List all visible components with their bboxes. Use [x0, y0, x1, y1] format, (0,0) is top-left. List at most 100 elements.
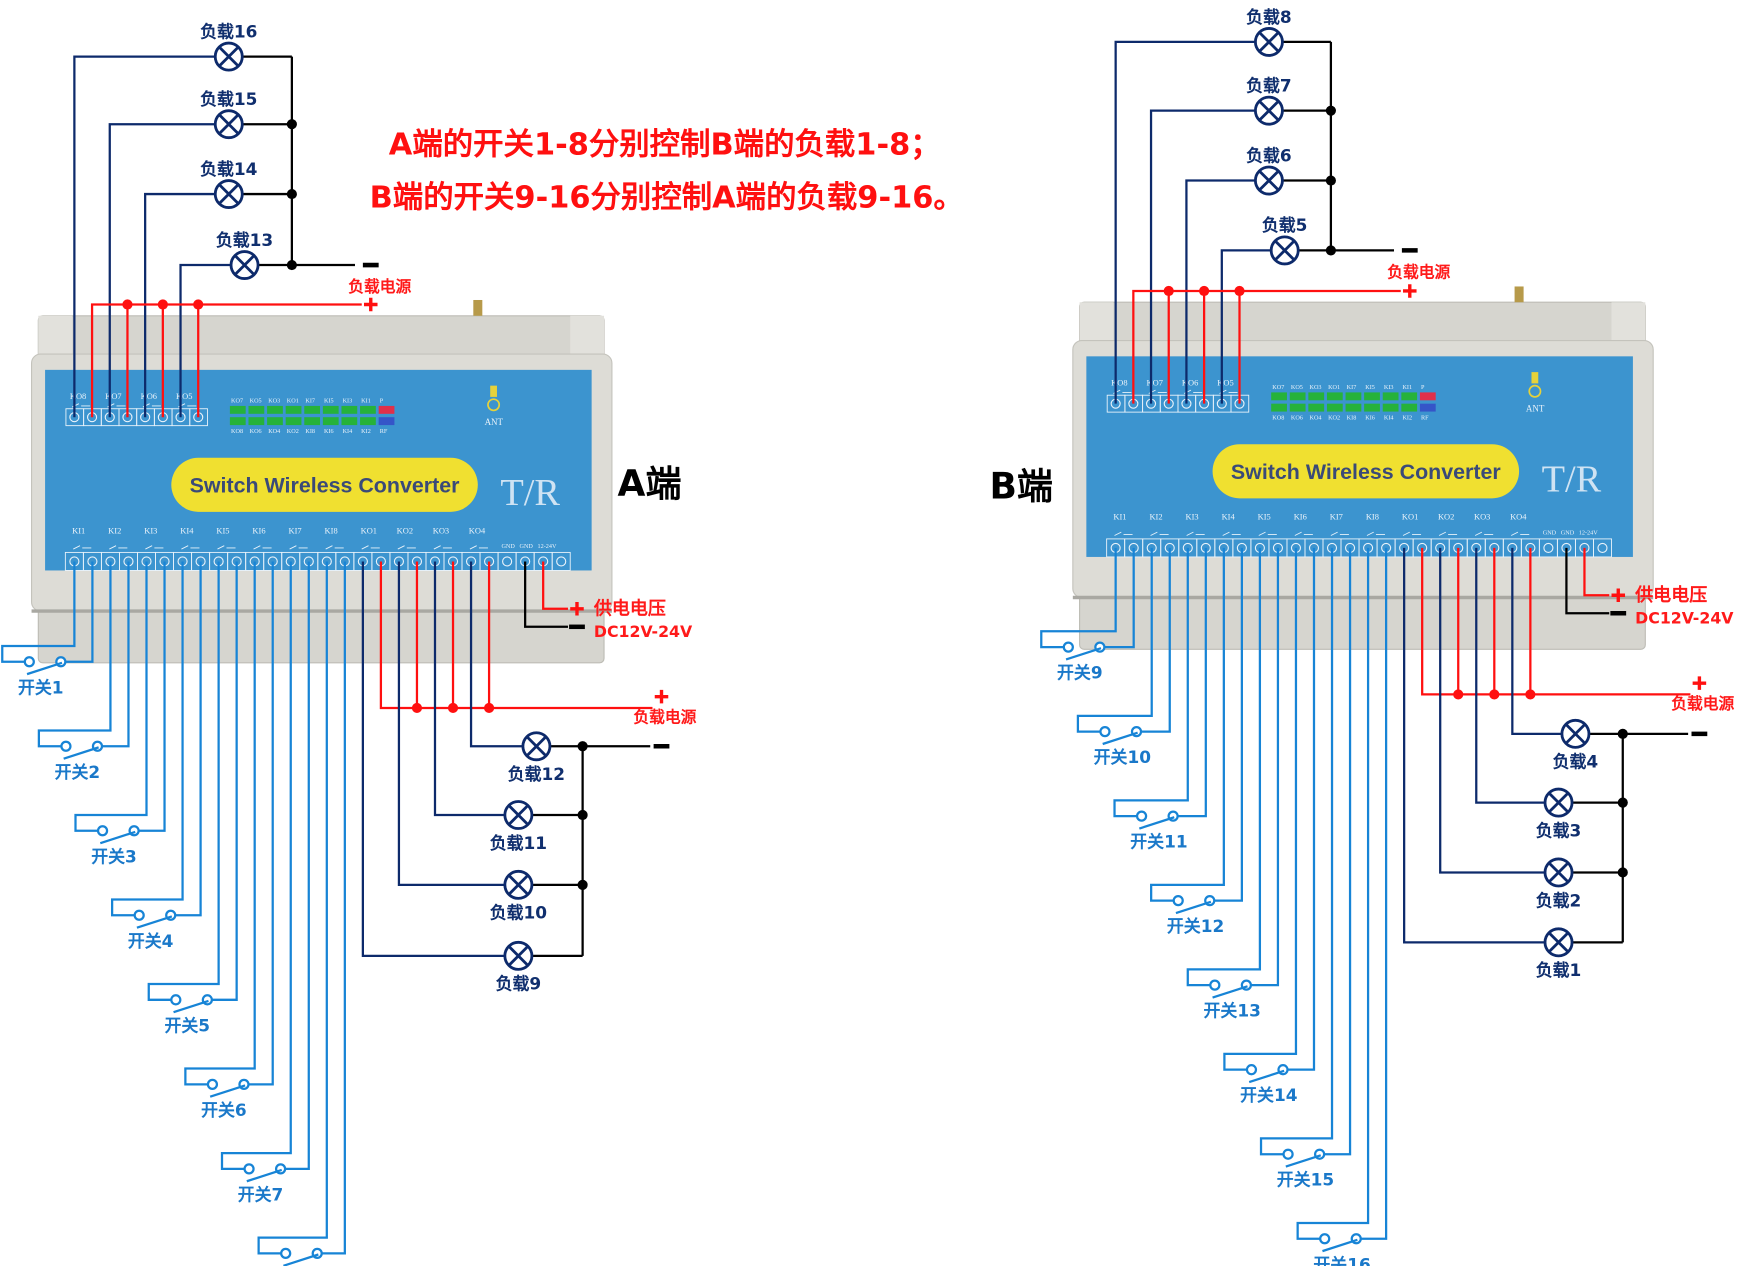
terminal-switch-glyph [361, 545, 380, 550]
load-power-label: 负载电源 [1671, 694, 1734, 713]
terminal-switch-glyph [181, 545, 200, 550]
led-label-bottom: KI8 [1347, 414, 1357, 421]
terminal-switch-glyph [1294, 531, 1313, 536]
load-wire [1475, 547, 1546, 804]
switch-contact [96, 825, 109, 837]
led-label-bottom: KI4 [343, 428, 353, 435]
junction-dot [286, 188, 297, 200]
device-bottom-rail [37, 605, 605, 664]
led-label-bottom: KO4 [1309, 414, 1321, 421]
terminal-switch-glyph [1438, 531, 1458, 536]
terminal-switch-glyph [397, 545, 416, 550]
antenna-icon [1531, 372, 1539, 384]
switch-label: 开关7 [238, 1184, 284, 1204]
switch-wire [1360, 547, 1388, 1240]
terminal-label: KI1 [72, 525, 85, 535]
switch-label: 开关11 [1130, 832, 1187, 852]
load-wire [1149, 109, 1256, 404]
lamp-cross [218, 113, 240, 135]
switch-wire [1214, 547, 1243, 902]
lamp-cross [507, 804, 529, 826]
switch-contact [1062, 641, 1074, 653]
junction-dot [577, 741, 588, 752]
switch-lever [1322, 1238, 1358, 1253]
junction-dot [122, 299, 133, 310]
switch-label: 开关2 [55, 762, 101, 782]
led-label-top: KO3 [268, 398, 280, 405]
terminal-label: KO1 [361, 525, 377, 535]
load-wire [1403, 547, 1546, 944]
ground-bus [290, 56, 355, 267]
load-wire [397, 561, 505, 886]
junction-dot [1199, 285, 1210, 297]
switch-label: 开关16 [1313, 1254, 1370, 1266]
status-led [285, 405, 302, 414]
load-label: 负载15 [200, 89, 257, 109]
switch-lever [26, 661, 63, 676]
terminal-label: KI5 [216, 525, 229, 535]
power-wire [90, 303, 362, 418]
terminal-label: KI3 [1186, 512, 1199, 522]
switch-lever [173, 999, 209, 1014]
status-led [322, 417, 339, 426]
load-power-label: 负载电源 [348, 277, 411, 296]
terminal-label: KO3 [1474, 512, 1490, 522]
switch-wire [1324, 547, 1352, 1156]
terminal-label: KO5 [176, 391, 192, 401]
status-led [1271, 403, 1287, 412]
lamp-cross [1547, 931, 1570, 953]
switch-wire [1150, 547, 1225, 902]
switch-wire [1287, 547, 1316, 1071]
antenna-icon [490, 385, 497, 397]
status-led [1308, 392, 1325, 401]
led-label-top: KI5 [324, 398, 334, 405]
end-label: B端 [989, 465, 1053, 507]
switch-label: 开关9 [1057, 663, 1103, 683]
supply-label: 供电电压 [1634, 584, 1707, 606]
load-wire [1511, 547, 1562, 735]
switch-icon [1319, 1233, 1362, 1253]
terminal-switch-glyph [469, 545, 488, 550]
antenna-connector [1514, 286, 1524, 303]
power-wire [1421, 547, 1691, 696]
led-label-top: P [380, 398, 384, 405]
load-wire [73, 55, 216, 418]
led-label-bottom: KI4 [1384, 414, 1394, 421]
terminal-switch-glyph [1114, 531, 1133, 536]
switch-label: 开关10 [1094, 747, 1151, 767]
terminal-switch-glyph [109, 545, 128, 550]
power-wire [1132, 289, 1401, 404]
product-badge [1212, 444, 1520, 499]
status-led [1382, 403, 1399, 412]
switch-wire [1186, 547, 1262, 987]
led-label-top: KI1 [1402, 384, 1412, 391]
switch-label: 开关13 [1204, 1001, 1261, 1021]
supply-ground-wire [524, 561, 568, 628]
status-led [1345, 392, 1362, 401]
switch-lever [63, 746, 99, 760]
load-wire [469, 561, 523, 748]
status-led [229, 405, 246, 414]
led-label-bottom: KO6 [1291, 414, 1303, 421]
switch-wire [257, 561, 328, 1255]
led-label-top: KI7 [1347, 384, 1357, 391]
lamp-icon [1560, 718, 1591, 749]
terminal-label: KI1 [1113, 512, 1126, 522]
lamp-icon [1269, 235, 1300, 266]
load-label: 负载13 [216, 230, 273, 250]
lamp-cross [507, 874, 529, 896]
junction-dot [286, 119, 297, 130]
load-wire [1439, 547, 1546, 874]
led-label-bottom: KI6 [1365, 414, 1375, 421]
terminal-switch-glyph [325, 545, 344, 550]
terminal-switch-glyph [253, 545, 272, 550]
terminal-switch-glyph [1258, 531, 1277, 536]
switch-contact [243, 1163, 255, 1175]
gnd-label: 12-24V [538, 543, 557, 550]
terminal-switch-glyph [433, 545, 452, 550]
status-led [1289, 403, 1306, 412]
status-led [248, 417, 265, 426]
switch-wire [1, 561, 76, 663]
status-led [267, 417, 283, 426]
lamp-cross [218, 46, 240, 68]
